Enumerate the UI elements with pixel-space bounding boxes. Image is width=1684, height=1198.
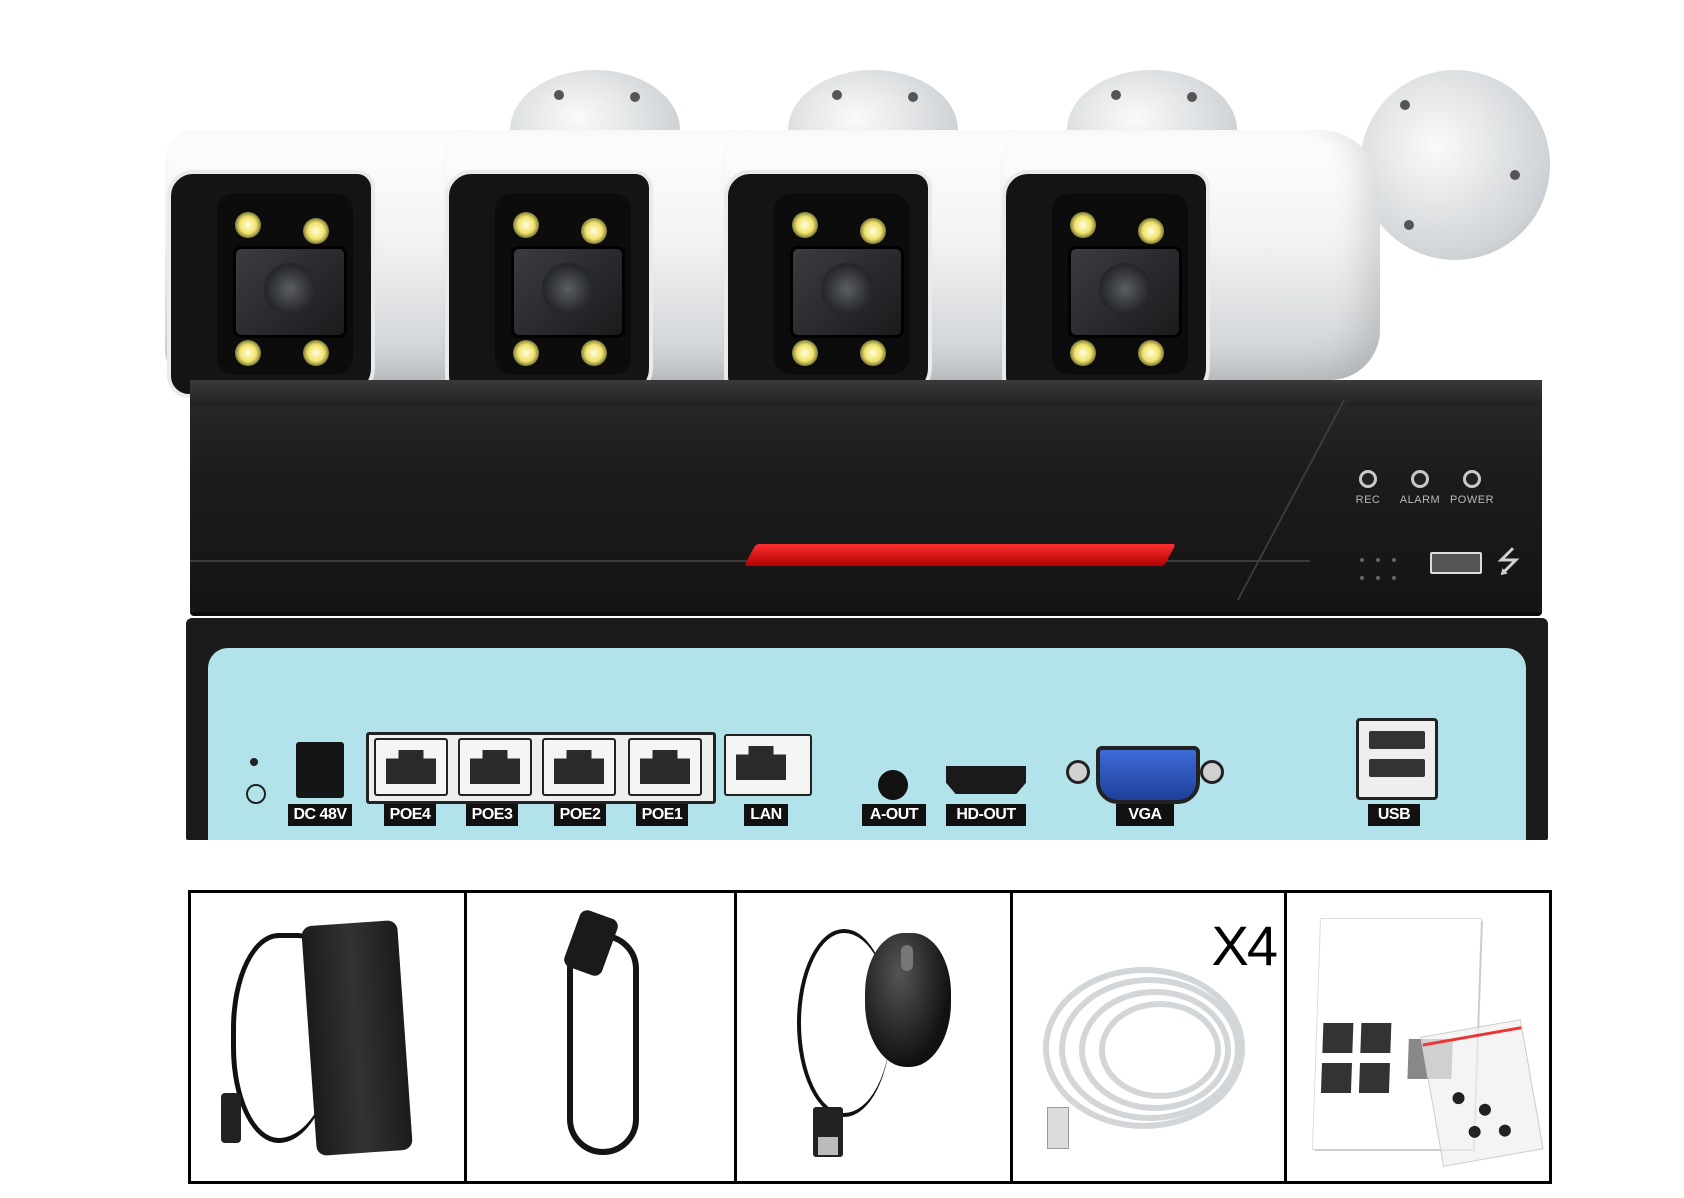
poe-port: [374, 738, 448, 796]
vga-port: [1096, 746, 1200, 804]
port-label-hdout: HD-OUT: [946, 804, 1026, 826]
camera-lens: [233, 246, 347, 338]
indicator-rec: REC: [1338, 470, 1398, 506]
led-icon: [1463, 470, 1481, 488]
accessories-table: X4: [188, 890, 1552, 1184]
rear-usb-ports: [1356, 718, 1438, 800]
port-label-poe1: POE1: [636, 804, 688, 826]
port-label-poe3: POE3: [466, 804, 518, 826]
accessory-network-cables: X4: [1013, 893, 1287, 1181]
power-adapter-icon: [301, 919, 413, 1157]
accessory-manual-screws: [1287, 893, 1549, 1181]
red-accent-bar: [744, 544, 1176, 566]
port-label-aout: A-OUT: [862, 804, 926, 826]
bullet-camera: [1000, 70, 1550, 410]
led-icon: [1070, 340, 1096, 366]
poe-port: [542, 738, 616, 796]
led-icon: [1138, 340, 1164, 366]
lan-port: [724, 734, 812, 796]
front-usb-port: [1430, 552, 1482, 574]
indicator-alarm: ALARM: [1390, 470, 1450, 506]
port-label-lan: LAN: [744, 804, 788, 826]
poe-port: [458, 738, 532, 796]
accessory-mouse: [737, 893, 1013, 1181]
camera-lens: [511, 246, 625, 338]
screw-icon: [1066, 760, 1090, 784]
indicator-power: POWER: [1442, 470, 1502, 506]
led-icon: [860, 340, 886, 366]
screws-bag-icon: [1420, 1019, 1544, 1167]
port-label-poe2: POE2: [554, 804, 606, 826]
led-icon: [792, 340, 818, 366]
port-label-usb: USB: [1368, 804, 1420, 826]
led-icon: [513, 212, 539, 238]
usb-icon: ⭍: [1496, 546, 1521, 579]
port-label-poe4: POE4: [384, 804, 436, 826]
led-icon: [235, 212, 261, 238]
port-label-vga: VGA: [1116, 804, 1174, 826]
led-icon: [1138, 218, 1164, 244]
led-icon: [860, 218, 886, 244]
audio-out-jack: [878, 770, 908, 800]
camera-face: [1002, 170, 1210, 398]
camera-face: [724, 170, 932, 398]
camera-lens: [790, 246, 904, 338]
screw-icon: [1200, 760, 1224, 784]
camera-face: [167, 170, 375, 398]
network-cable-icon: [1043, 967, 1245, 1129]
accessory-power-cord: [467, 893, 737, 1181]
accessory-power-adapter: [191, 893, 467, 1181]
led-icon: [1359, 470, 1377, 488]
camera-face: [445, 170, 653, 398]
hdmi-port: [946, 766, 1026, 794]
led-icon: [235, 340, 261, 366]
port-label-dc: DC 48V: [288, 804, 352, 826]
nvr-front-panel: [190, 380, 1542, 612]
led-icon: [1411, 470, 1429, 488]
poe-port: [628, 738, 702, 796]
camera-mount: [1360, 70, 1550, 260]
led-icon: [792, 212, 818, 238]
camera-lens: [1068, 246, 1182, 338]
ground-icon: [246, 784, 266, 804]
led-icon: [581, 340, 607, 366]
ir-grille: [1354, 552, 1414, 580]
dc-power-jack: [296, 742, 344, 798]
led-icon: [513, 340, 539, 366]
led-icon: [303, 340, 329, 366]
led-icon: [1070, 212, 1096, 238]
quantity-label: X4: [1211, 914, 1278, 977]
led-icon: [303, 218, 329, 244]
led-icon: [581, 218, 607, 244]
